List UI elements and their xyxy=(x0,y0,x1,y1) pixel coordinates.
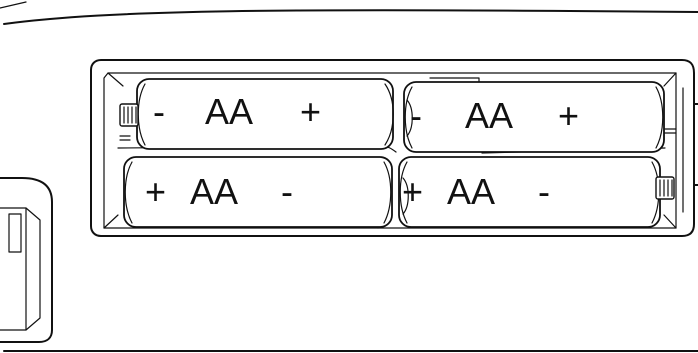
left-slot-mark xyxy=(8,213,22,253)
battery-negative-end-curve xyxy=(383,161,392,224)
left-side-bevel xyxy=(25,207,41,331)
battery-body xyxy=(398,156,661,228)
battery-right-symbol: + xyxy=(300,91,321,132)
battery-positive-end-curve xyxy=(384,83,394,146)
battery-left-bump-icon xyxy=(406,99,413,137)
battery-right-symbol: - xyxy=(538,171,550,212)
battery-left-symbol: + xyxy=(402,171,423,212)
battery-positive-end-curve xyxy=(399,161,408,224)
battery-top-right: - AA + xyxy=(403,81,665,153)
battery-compartment-inner-rim xyxy=(103,72,677,229)
battery-left-bump-icon xyxy=(402,177,409,215)
left-side-housing xyxy=(0,177,53,343)
compartment-corner-bevels xyxy=(103,72,677,229)
battery-body xyxy=(123,156,393,228)
battery-right-symbol: + xyxy=(558,95,579,136)
negative-terminal-icon xyxy=(655,176,675,200)
terminal-spring-icon xyxy=(123,106,137,124)
battery-type-label: AA xyxy=(447,171,495,212)
terminal-spring-icon xyxy=(659,179,673,197)
battery-bottom-left: + AA - xyxy=(123,156,393,228)
left-inner-housing xyxy=(0,207,27,331)
top-cover-edge xyxy=(3,9,698,25)
battery-left-symbol: + xyxy=(145,171,166,212)
battery-left-symbol: - xyxy=(153,91,165,132)
right-side-clip xyxy=(693,103,698,186)
battery-top-left: - AA + xyxy=(119,78,394,150)
battery-body xyxy=(136,78,394,150)
battery-bottom-right: + AA - xyxy=(398,156,675,228)
negative-terminal-icon xyxy=(119,103,139,127)
battery-type-label: AA xyxy=(190,171,238,212)
battery-left-symbol: - xyxy=(410,95,422,136)
battery-positive-end-curve xyxy=(124,161,133,224)
battery-right-symbol: - xyxy=(281,171,293,212)
battery-positive-end-curve xyxy=(655,86,664,149)
top-corner-edge xyxy=(0,1,27,9)
battery-body xyxy=(403,81,665,153)
right-contact-lines xyxy=(663,128,677,134)
battery-type-label: AA xyxy=(205,91,253,132)
battery-compartment-outline xyxy=(90,59,695,237)
left-contact-lines xyxy=(119,135,131,141)
battery-type-label: AA xyxy=(465,95,513,136)
battery-negative-end-curve xyxy=(404,86,413,149)
